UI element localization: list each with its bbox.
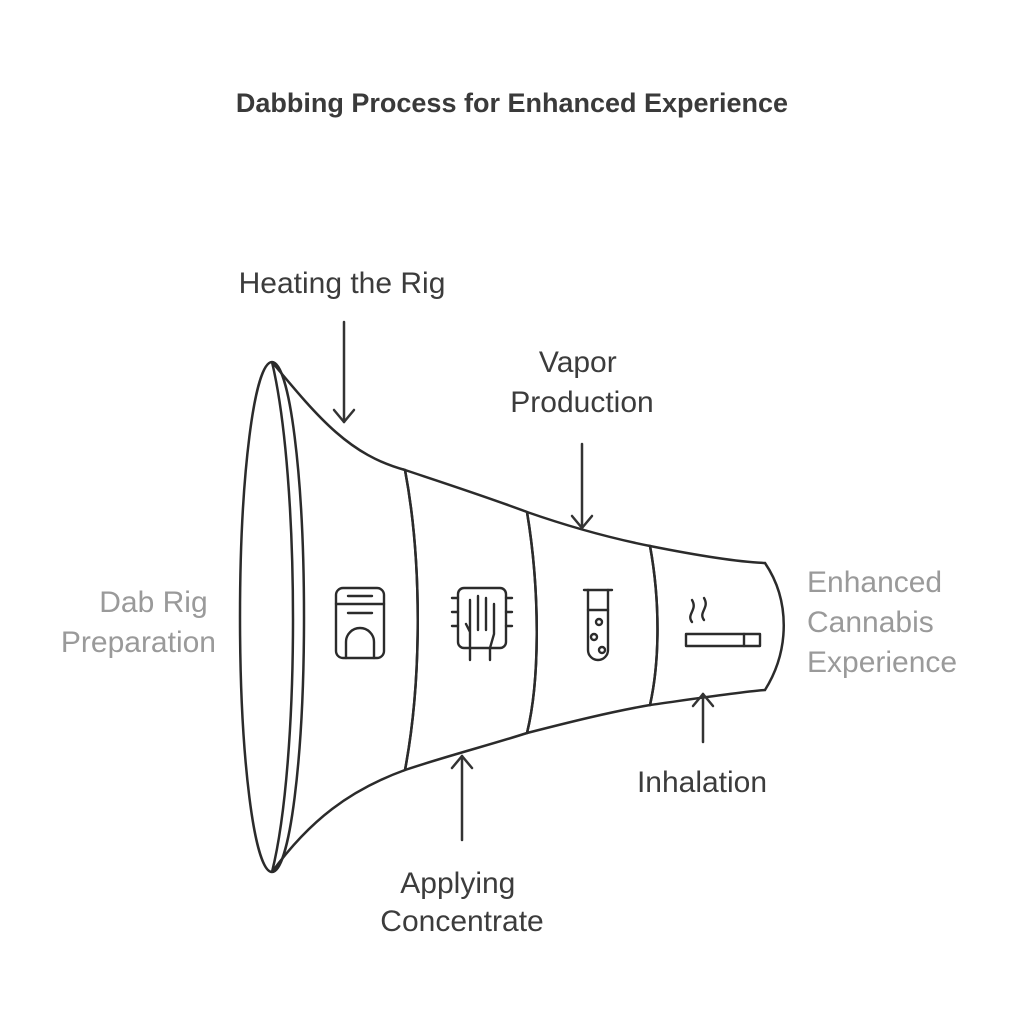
segment-vapor [525, 510, 659, 735]
label-vapor: Vapor Production [510, 346, 653, 419]
segment-inhalation [648, 544, 785, 707]
label-inhalation: Inhalation [637, 766, 767, 799]
arrow-applying [450, 754, 474, 842]
arrow-vapor [570, 442, 594, 530]
segment-applying [403, 468, 538, 772]
arrow-inhalation [691, 692, 715, 744]
funnel [238, 360, 785, 874]
arrow-heating [332, 320, 356, 424]
smoking-icon [684, 596, 762, 648]
funnel-mouth [238, 360, 306, 874]
segment-heating [270, 361, 419, 873]
test-tube-icon [582, 588, 614, 662]
label-end: Enhanced Cannabis Experience [807, 566, 957, 679]
hand-concentrate-icon [450, 586, 514, 662]
label-heating: Heating the Rig [239, 267, 446, 300]
label-applying: Applying Concentrate [380, 867, 543, 938]
label-start: Dab Rig Preparation [61, 586, 216, 659]
dab-rig-icon [334, 586, 386, 660]
diagram-title: Dabbing Process for Enhanced Experience [236, 88, 788, 118]
